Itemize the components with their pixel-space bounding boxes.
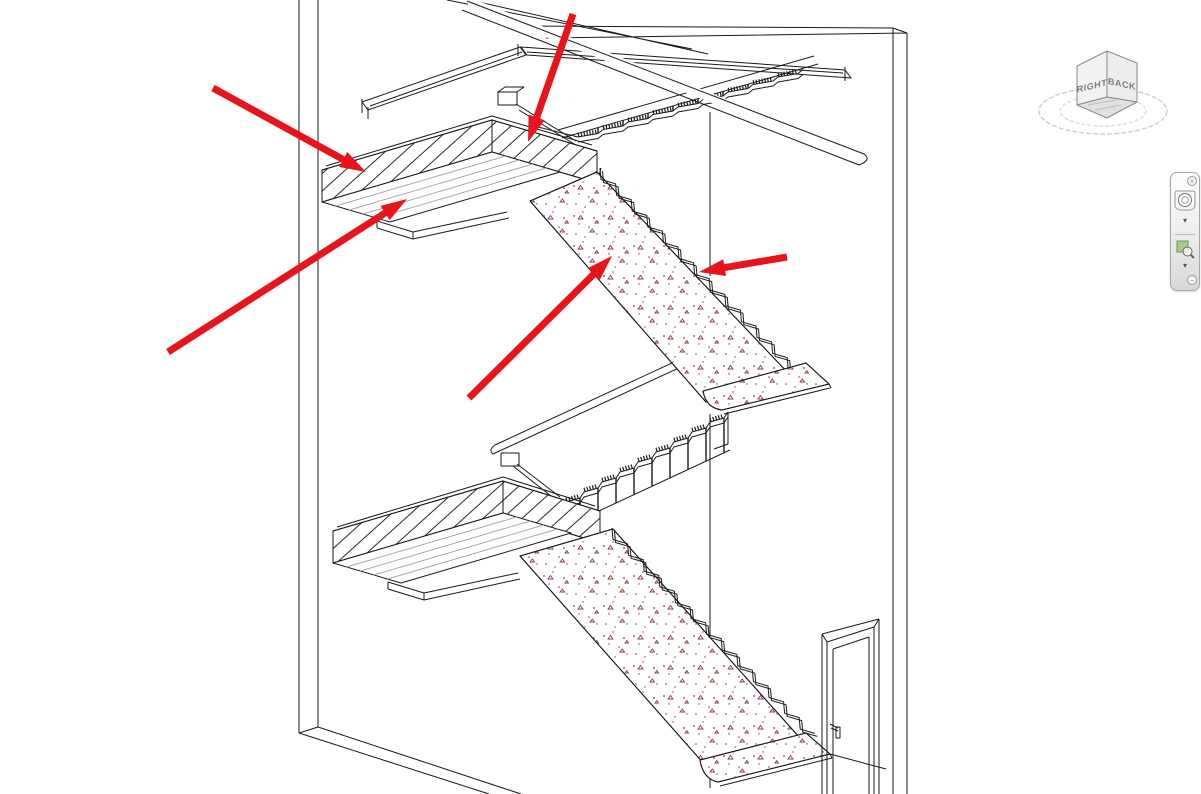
rail-bracket-middle xyxy=(500,452,561,501)
lower-flight-step-edge xyxy=(611,527,818,737)
wall-handrail-upper xyxy=(461,0,868,166)
lower-flight-soffit xyxy=(519,528,801,766)
navbar-minimize-button[interactable]: − xyxy=(1187,275,1197,285)
zoom-options-chevron[interactable]: ▾ xyxy=(1171,262,1199,270)
rail-bracket-upper xyxy=(497,86,580,148)
upper-flight-step-edge xyxy=(599,167,806,377)
middle-landing-platform xyxy=(702,362,832,415)
door xyxy=(821,618,880,794)
zoom-region-button[interactable] xyxy=(1174,238,1196,260)
door-handle xyxy=(829,723,841,739)
zoom-region-icon xyxy=(1176,240,1195,259)
steering-wheel-icon xyxy=(1174,190,1196,211)
chevron-down-icon: ▾ xyxy=(1182,216,1187,225)
steering-wheel-options-chevron[interactable]: ▾ xyxy=(1171,217,1199,225)
collapse-icon: − xyxy=(1187,275,1197,285)
navigation-bar: × ▾ ▾ − xyxy=(1170,172,1200,291)
upper-flight-soffit xyxy=(529,171,791,403)
upper-landing xyxy=(321,115,598,240)
navbar-divider xyxy=(1175,234,1195,235)
ground-landing-platform xyxy=(699,732,887,787)
chevron-down-icon: ▾ xyxy=(1182,261,1187,270)
left-wall-edge xyxy=(298,0,522,794)
annotation-arrows xyxy=(166,12,788,401)
lower-landing xyxy=(332,476,614,601)
top-flight-steps xyxy=(577,69,804,143)
viewcube[interactable]: RIGHT BACK xyxy=(1038,50,1168,135)
navbar-close-button[interactable]: × xyxy=(1187,176,1197,186)
steering-wheel-button[interactable] xyxy=(1174,189,1196,213)
close-icon: × xyxy=(1187,176,1197,186)
